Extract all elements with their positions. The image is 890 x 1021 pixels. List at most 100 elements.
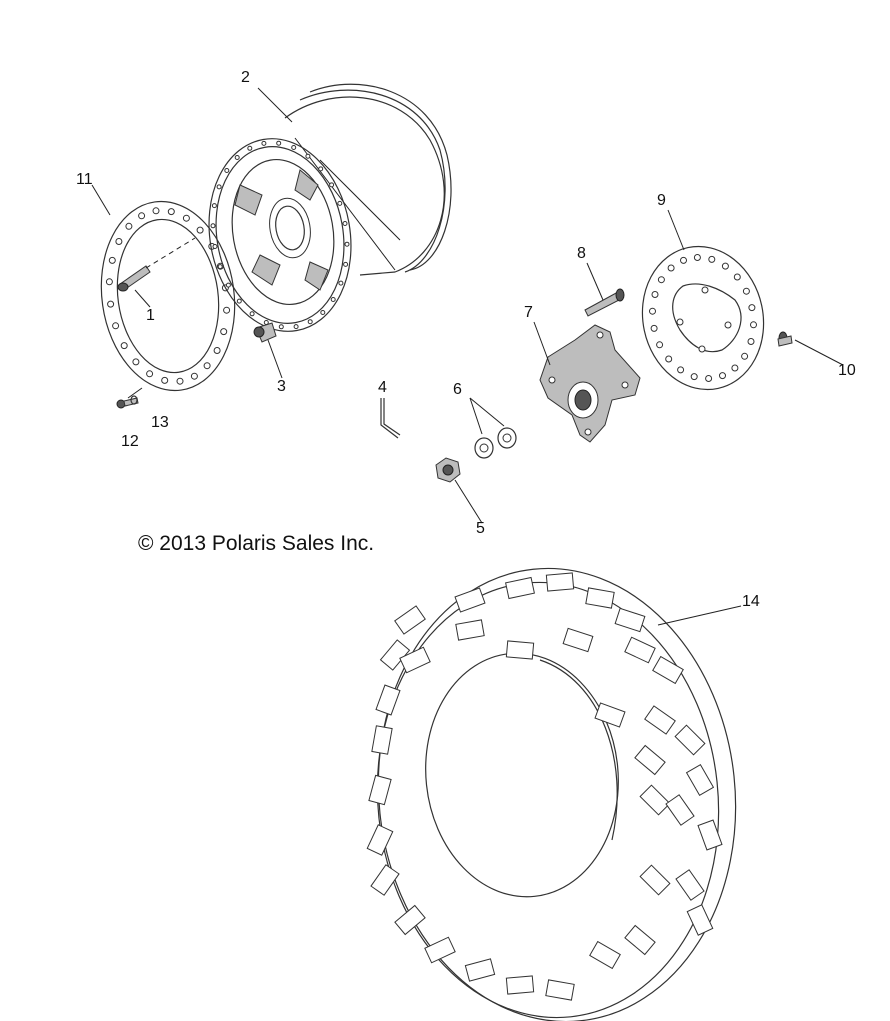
bolt-hole [307,319,313,325]
tread-block [624,924,656,956]
bolt-hole [656,341,664,349]
bolt-hole [203,362,211,370]
bolt-hole [305,153,311,159]
tread-block [394,605,426,635]
bolt-hole [276,140,282,146]
part-7-wheel-hub [539,324,641,443]
tread-block [644,705,676,735]
bolt-hole [213,347,221,354]
bolt-hole [677,366,685,374]
bolt-hole [152,207,160,215]
bolt-hole [665,355,673,363]
tread-block [697,819,723,851]
tread-block [464,958,496,982]
tread-block [370,864,400,896]
bolt-hole [748,304,756,312]
tread-block [614,607,646,633]
bolt-hole [234,155,240,160]
tread-block [652,655,684,685]
tread-block [665,794,695,826]
part-1-valve-stem [117,237,196,292]
tread-block [454,587,486,613]
callout-labels: 1 2 3 4 5 6 7 8 9 10 11 12 13 14 [76,69,856,610]
bolt-hole [690,373,698,381]
bolt-hole [650,324,658,332]
bolt-hole [693,254,701,261]
tread-block [562,627,594,653]
callout-12: 12 [121,433,139,450]
bolt-hole [249,311,255,317]
bolt-hole [278,324,284,330]
callout-3: 3 [277,378,286,395]
tread-block [585,587,615,609]
bolt-hole [329,182,335,188]
bolt-hole [680,256,687,264]
bolt-hole [223,306,231,314]
bolt-hole [108,256,116,264]
bolt-hole [120,342,128,350]
bolt-hole [344,241,350,247]
bolt-hole [337,200,343,206]
callout-11: 11 [76,171,93,188]
tread-block [545,572,575,592]
bolt-hole [220,328,228,336]
bolt-hole [667,264,675,272]
bolt-hole [750,321,757,329]
copyright-notice: © 2013 Polaris Sales Inc. [138,532,375,555]
bolt-hole [210,223,216,229]
bolt-hole [741,352,749,360]
bolt-hole [211,203,217,209]
bolt-hole [146,370,154,378]
bolt-hole [320,310,326,315]
callout-2: 2 [241,69,250,86]
bolt-hole [115,238,123,245]
bolt-hole [705,375,713,382]
tread-block [639,784,671,816]
tread-block [424,936,456,964]
tread-block [455,619,485,641]
part-5-castle-nut [435,457,461,483]
bolt-hole [125,222,133,230]
tread-block [685,764,715,796]
bolt-hole [708,255,716,263]
bolt-hole [190,372,198,380]
bolt-hole [176,377,184,385]
tread-block [394,904,426,936]
callout-1: 1 [146,307,155,324]
tread-block [674,724,706,756]
callout-10: 10 [838,362,856,379]
bolt-hole [293,324,299,330]
tread-block [545,979,575,1001]
tread-block [505,975,535,995]
bolt-hole [291,145,297,150]
tread-block [366,824,394,856]
tread-block [624,636,656,664]
part-14-tire [366,567,737,1021]
bolt-hole [721,262,729,270]
leader-lines [91,87,844,626]
bolt-hole [167,208,175,216]
bolt-hole [318,166,324,172]
callout-5: 5 [476,520,485,537]
callout-13: 13 [151,414,169,431]
bolt-hole [247,145,253,151]
tread-block [639,864,671,896]
bolt-hole [132,358,140,366]
callout-4: 4 [378,379,387,396]
callout-14: 14 [742,593,760,610]
bolt-hole [747,338,755,345]
bolt-hole [342,221,348,226]
callout-6: 6 [453,381,462,398]
bolt-hole [112,322,120,330]
part-6-washers [474,427,517,459]
bolt-hole [236,298,242,304]
tread-block [505,576,535,600]
bolt-hole [733,273,741,281]
bolt-hole [343,261,349,267]
callout-9: 9 [657,192,666,209]
tread-block [375,684,401,716]
part-11-beadlock-ring [100,200,236,392]
bolt-hole [225,282,231,288]
bolt-hole [105,278,113,286]
